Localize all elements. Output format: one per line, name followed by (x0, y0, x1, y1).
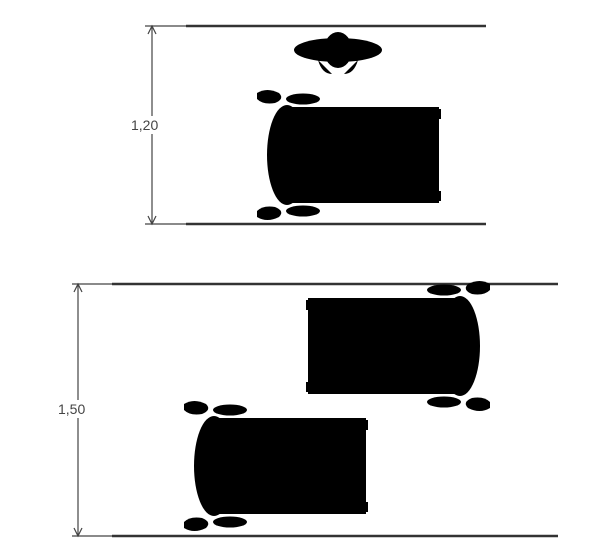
panel-wide-corridor (72, 281, 558, 538)
panel-narrow-corridor (145, 24, 486, 226)
wheelchair-user-top-view-icon (162, 401, 368, 531)
dimension-label-1-50: 1,50 (58, 400, 86, 418)
dimension-label-1-20: 1,20 (131, 116, 159, 134)
standing-person-top-view-icon (294, 32, 382, 74)
wheelchair-user-top-view-icon (235, 90, 441, 220)
wheelchair-user-top-view-icon (306, 281, 512, 411)
